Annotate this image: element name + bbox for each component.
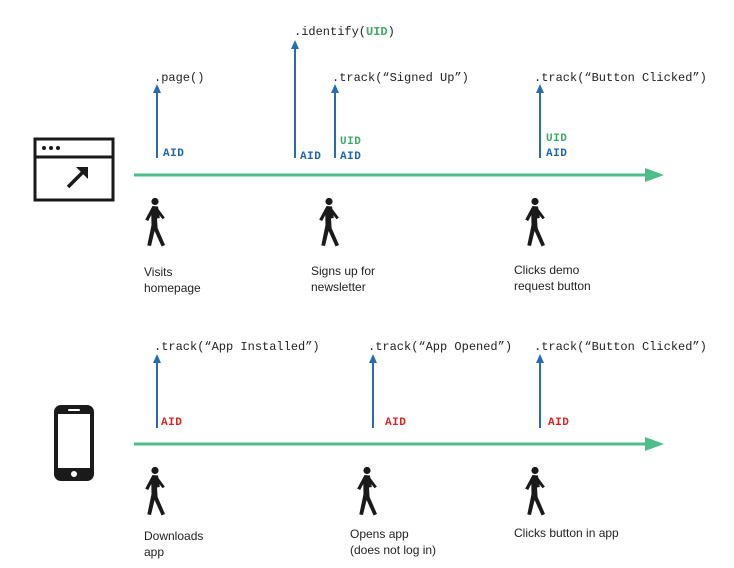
smartphone-icon (54, 405, 94, 481)
mobile-timeline-arrowhead (645, 437, 664, 451)
caption-line: (does not log in) (350, 543, 437, 557)
walking-person-icon (145, 466, 165, 516)
walking-person-icon (525, 466, 545, 516)
identify-call-uid-arg: UID (366, 25, 388, 39)
mobile-walkers (145, 466, 545, 516)
web-button-aid-tag: AID (546, 148, 568, 160)
caption-line: app (144, 545, 165, 559)
mobile-button-clicked-call-label: .track(“Button Clicked”) (534, 340, 707, 354)
app-opened-call-label: .track(“App Opened”) (368, 340, 513, 354)
page-event-arrow (153, 84, 161, 158)
web-walkers (145, 197, 545, 247)
mobile-button-aid-tag: AID (548, 417, 570, 429)
mobile-timeline (134, 437, 664, 451)
identify-call-label: .identify(UID) (294, 25, 395, 39)
web-button-uid-tag: UID (546, 133, 568, 145)
walking-person-icon (319, 197, 339, 247)
web-event-arrows (153, 40, 544, 158)
page-call-label: .page() (154, 71, 205, 85)
clicks-button-in-app-caption: Clicks button in app (514, 525, 619, 541)
page-aid-tag: AID (163, 148, 185, 160)
app-opened-aid-tag: AID (385, 417, 407, 429)
visits-homepage-caption: Visits homepage (144, 264, 201, 296)
web-timeline (134, 168, 664, 182)
signs-up-caption: Signs up for newsletter (311, 263, 375, 295)
identify-call-suffix: ) (387, 25, 395, 39)
browser-window-icon (33, 137, 115, 202)
app-installed-event-arrow (153, 354, 161, 428)
caption-line: Downloads (144, 529, 204, 543)
walking-person-icon (357, 466, 377, 516)
caption-line: homepage (144, 281, 201, 295)
clicks-demo-caption: Clicks demo request button (514, 262, 591, 294)
web-timeline-arrowhead (645, 168, 664, 182)
identify-aid-tag: AID (300, 151, 322, 163)
signed-up-aid-tag: AID (340, 151, 362, 163)
signed-up-event-arrow (331, 84, 339, 158)
walking-person-icon (145, 197, 165, 247)
caption-line: Clicks button in app (514, 526, 619, 540)
caption-line: newsletter (311, 280, 366, 294)
app-installed-aid-tag: AID (161, 417, 183, 429)
walking-person-icon (525, 197, 545, 247)
app-opened-event-arrow (369, 354, 377, 428)
caption-line: Opens app (350, 527, 409, 541)
web-button-clicked-event-arrow (536, 84, 544, 158)
identify-event-arrow (291, 40, 299, 158)
opens-app-caption: Opens app (does not log in) (350, 526, 436, 558)
signed-up-call-label: .track(“Signed Up”) (332, 71, 469, 85)
mobile-event-arrows (153, 354, 544, 428)
app-installed-call-label: .track(“App Installed”) (154, 340, 320, 354)
downloads-app-caption: Downloads app (144, 528, 203, 560)
caption-line: Clicks demo (514, 263, 580, 277)
identify-call-prefix: .identify( (294, 25, 367, 39)
caption-line: Signs up for (311, 264, 376, 278)
caption-line: Visits (144, 265, 173, 279)
signed-up-uid-tag: UID (340, 136, 362, 148)
caption-line: request button (514, 279, 591, 293)
mobile-button-clicked-event-arrow (536, 354, 544, 428)
web-button-clicked-call-label: .track(“Button Clicked”) (534, 71, 707, 85)
